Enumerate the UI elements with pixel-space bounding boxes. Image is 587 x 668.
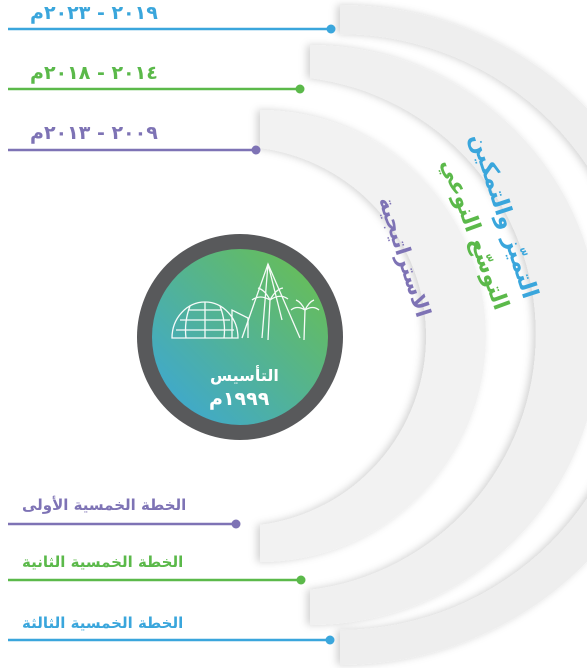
arc-middle [310, 45, 587, 625]
plan-label-1: الخطة الخمسية الأولى [22, 496, 187, 514]
dome-icon [171, 262, 320, 341]
plan-label-3: الخطة الخمسية الثالثة [22, 614, 184, 632]
center-title: التأسيس [210, 366, 279, 385]
connector-lines [8, 24, 336, 645]
plan-label-2: الخطة الخمسية الثانية [22, 553, 184, 571]
center-year: ١٩٩٩م [209, 388, 270, 410]
years-label-2: ٢٠١٤ - ٢٠١٨م [30, 62, 158, 84]
center-emblem [137, 234, 343, 440]
arc-inner [260, 110, 486, 562]
years-label-3: ٢٠٠٩ - ٢٠١٣م [30, 122, 158, 144]
years-label-1: ٢٠١٩ - ٢٠٢٣م [30, 2, 158, 24]
